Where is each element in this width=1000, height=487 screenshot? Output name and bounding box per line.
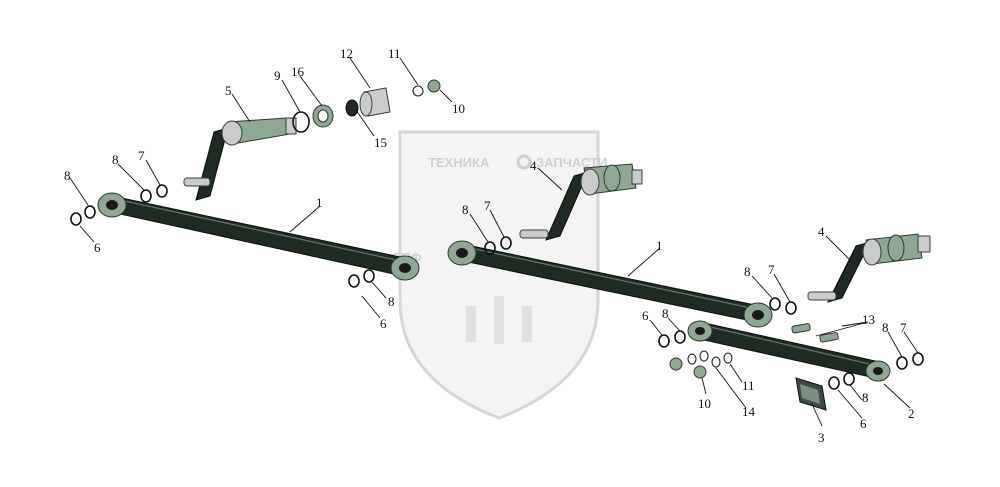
callout-8-e: 8 xyxy=(744,264,751,279)
callout-6-a: 6 xyxy=(94,240,101,255)
leader-lines xyxy=(69,57,919,427)
washer-11-top xyxy=(412,85,424,97)
callout-4-a: 4 xyxy=(530,158,537,173)
nut-10-top xyxy=(427,79,441,93)
callout-3: 3 xyxy=(818,430,825,445)
lever-4-right xyxy=(807,233,931,303)
callout-8-d: 8 xyxy=(462,202,469,217)
callout-7-c: 7 xyxy=(768,262,775,277)
watermark-text-right: ЗАПЧАСТИ xyxy=(536,155,607,170)
bracket-plate-3 xyxy=(795,377,827,411)
washer-9 xyxy=(292,111,310,133)
callout-10-top: 10 xyxy=(452,101,465,116)
bolts-13 xyxy=(791,323,839,343)
callout-8-f: 8 xyxy=(662,306,669,321)
callout-2: 2 xyxy=(908,406,915,421)
rod-1-left xyxy=(97,192,420,281)
seal-15 xyxy=(345,99,359,117)
callout-1-b: 1 xyxy=(656,238,663,253)
callout-8-b: 8 xyxy=(64,168,71,183)
callout-4-b: 4 xyxy=(818,224,825,239)
callout-7-a: 7 xyxy=(138,148,145,163)
callout-6-b: 6 xyxy=(380,316,387,331)
callout-5: 5 xyxy=(225,83,232,98)
callout-8-c: 8 xyxy=(388,294,395,309)
callout-11-top: 11 xyxy=(388,46,401,61)
callout-8-h: 8 xyxy=(862,390,869,405)
callout-15: 15 xyxy=(374,135,387,150)
callout-7-d: 7 xyxy=(900,320,907,335)
callout-11-bottom: 11 xyxy=(742,378,755,393)
watermark-text-left: ТЕХНИКА xyxy=(428,155,490,170)
rod-1-center xyxy=(447,240,773,328)
callout-labels: 5 9 16 12 11 10 15 8 7 8 6 1 6 8 4 8 7 1… xyxy=(64,46,915,445)
lever-5 xyxy=(183,117,297,201)
watermark-shield xyxy=(398,130,600,420)
callout-1-a: 1 xyxy=(316,195,323,210)
watermark-gear-icon xyxy=(516,154,532,170)
callout-7-b: 7 xyxy=(484,198,491,213)
upper-fittings xyxy=(292,79,441,133)
callout-8-a: 8 xyxy=(112,152,119,167)
callout-9: 9 xyxy=(274,68,281,83)
callout-16: 16 xyxy=(291,64,305,79)
watermark-wheat-icon xyxy=(466,296,532,344)
washers xyxy=(70,184,924,390)
lever-4-center xyxy=(519,163,643,241)
callout-6-c: 6 xyxy=(642,308,649,323)
callout-10-bottom: 10 xyxy=(698,396,711,411)
watermark: ТЕХНИКА ЗАПЧАСТИ ЭПФ xyxy=(392,130,607,420)
callout-14: 14 xyxy=(742,404,756,419)
callout-12: 12 xyxy=(340,46,353,61)
callout-13: 13 xyxy=(862,312,875,327)
callout-6-d: 6 xyxy=(860,416,867,431)
rod-2 xyxy=(687,320,891,382)
callout-8-g: 8 xyxy=(882,320,889,335)
